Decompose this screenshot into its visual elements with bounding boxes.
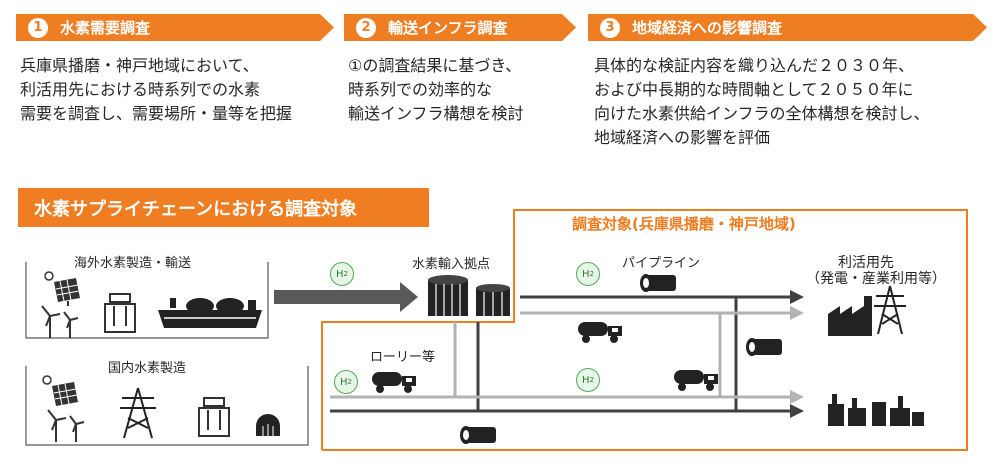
step-3-line: 具体的な検証内容を織り込んだ２０３０年、: [594, 56, 915, 75]
import-arrow-head: [400, 282, 418, 312]
import-hub-label: 水素輸入拠点: [412, 257, 491, 272]
factory-icon: [828, 296, 872, 336]
h2-sub: 2: [347, 378, 352, 386]
pipe-icon: [460, 426, 496, 444]
scope-outline: [321, 209, 968, 451]
step-1-line: 利活用先における時系列での水素: [20, 80, 261, 99]
step-2-header: 2 輸送インフラ調査: [344, 14, 576, 41]
overseas-label: 海外水素製造・輸送: [68, 252, 198, 271]
step-1-line: 需要を調査し、需要場所・量等を把握: [20, 104, 293, 123]
pipe-icon: [640, 274, 676, 292]
lng-ship-icon: [158, 298, 262, 328]
furnace-icon: [256, 414, 280, 436]
step-1-line: 兵庫県播磨・神戸地域において、: [20, 56, 259, 75]
wind-turbine-icon: [41, 305, 79, 338]
step-3-header: 3 地域経済への影響調査: [588, 14, 987, 41]
h2-text: H: [340, 376, 348, 388]
step-2-line: 輸送インフラ構想を検討: [348, 104, 524, 123]
solar-panel-icon: [44, 271, 80, 306]
pipeline-lower-arrow: [790, 404, 804, 418]
step-3-number: 3: [600, 18, 620, 38]
pipe-icon: [746, 338, 782, 356]
step-3-line: および中長期的な時間軸として２０５０年に: [594, 80, 914, 99]
lorry-upper-arrow: [790, 306, 804, 320]
step-3-description: 具体的な検証内容を織り込んだ２０３０年、 および中長期的な時間軸として２０５０年…: [594, 54, 930, 150]
h2-text: H: [582, 374, 590, 386]
h2-sub: 2: [589, 270, 594, 278]
overseas-box: [25, 262, 269, 339]
h2-text: H: [336, 268, 344, 280]
domestic-box: [25, 366, 309, 446]
h2-text: H: [582, 268, 590, 280]
tank-lorry-icon: [578, 322, 622, 343]
electrolyzer-icon: [104, 293, 136, 333]
end-use-label: 利活用先: [838, 255, 894, 271]
h2-sub: 2: [343, 270, 348, 278]
step-2-number: 2: [356, 18, 376, 38]
step-2-line: 時系列での効率的な: [348, 80, 493, 99]
tank-lorry-icon: [372, 372, 416, 393]
pipeline-label: パイプライン: [622, 256, 701, 271]
scope-label: 調査対象(兵庫県播磨・神戸地域): [572, 215, 796, 233]
tank-lorry-icon: [674, 370, 718, 391]
wind-turbine-icon: [47, 409, 85, 442]
step-2-description: ①の調査結果に基づき、 時系列での効率的な 輸送インフラ構想を検討: [348, 54, 524, 126]
storage-tank-icon: [428, 275, 510, 316]
step-3-line: 地域経済への影響を評価: [594, 128, 771, 147]
step-1-title: 水素需要調査: [60, 19, 151, 37]
power-tower-icon: [874, 285, 906, 335]
step-1-description: 兵庫県播磨・神戸地域において、 利活用先における時系列での水素 需要を調査し、需…: [20, 54, 292, 126]
h2-sub: 2: [589, 376, 594, 384]
lorry-label: ローリー等: [370, 350, 436, 365]
step-3-title: 地域経済への影響調査: [632, 19, 783, 37]
import-arrow-body: [274, 290, 402, 304]
supply-chain-title: 水素サプライチェーンにおける調査対象: [18, 188, 429, 227]
step-2-title: 輸送インフラ調査: [388, 19, 508, 37]
step-3-line: 向けた水素供給インフラの全体構想を検討し、: [594, 104, 930, 123]
step-1-number: 1: [28, 18, 48, 38]
factory-icon: [828, 394, 924, 426]
solar-panel-icon: [42, 375, 78, 406]
power-tower-icon: [120, 387, 156, 439]
step-2-line: ①の調査結果に基づき、: [348, 56, 522, 75]
pipeline-upper-arrow: [790, 290, 804, 304]
lorry-lower-arrow: [790, 390, 804, 404]
step-1-header: 1 水素需要調査: [16, 14, 334, 41]
domestic-label: 国内水素製造: [102, 357, 193, 376]
electrolyzer-icon: [198, 397, 230, 437]
end-use-sublabel: （発電・産業利用等）: [806, 271, 946, 287]
